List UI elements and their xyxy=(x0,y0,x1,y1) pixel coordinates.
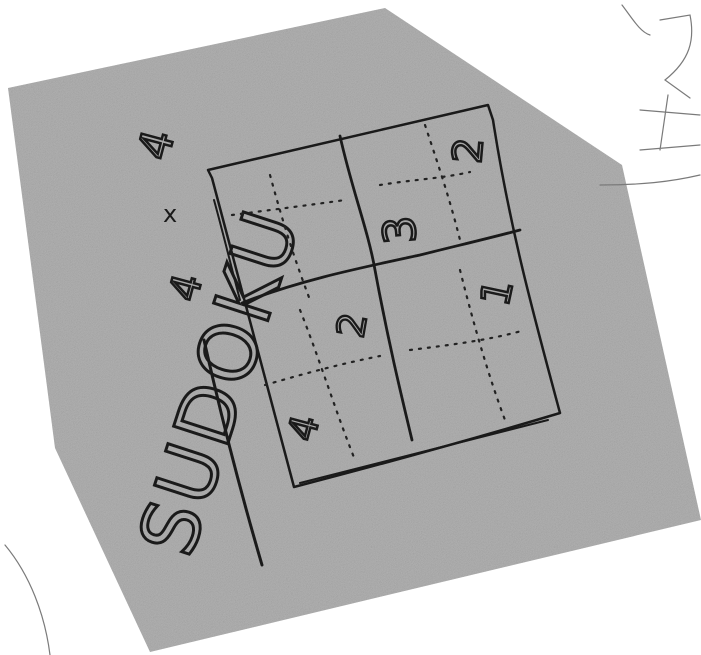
faint-edge-curve xyxy=(5,545,50,655)
corner-digit-2: 2 xyxy=(445,136,493,165)
cell-value-3: 3 xyxy=(374,214,427,246)
size-mark-x: x xyxy=(163,200,177,228)
faint-corner-scribble xyxy=(600,5,700,185)
